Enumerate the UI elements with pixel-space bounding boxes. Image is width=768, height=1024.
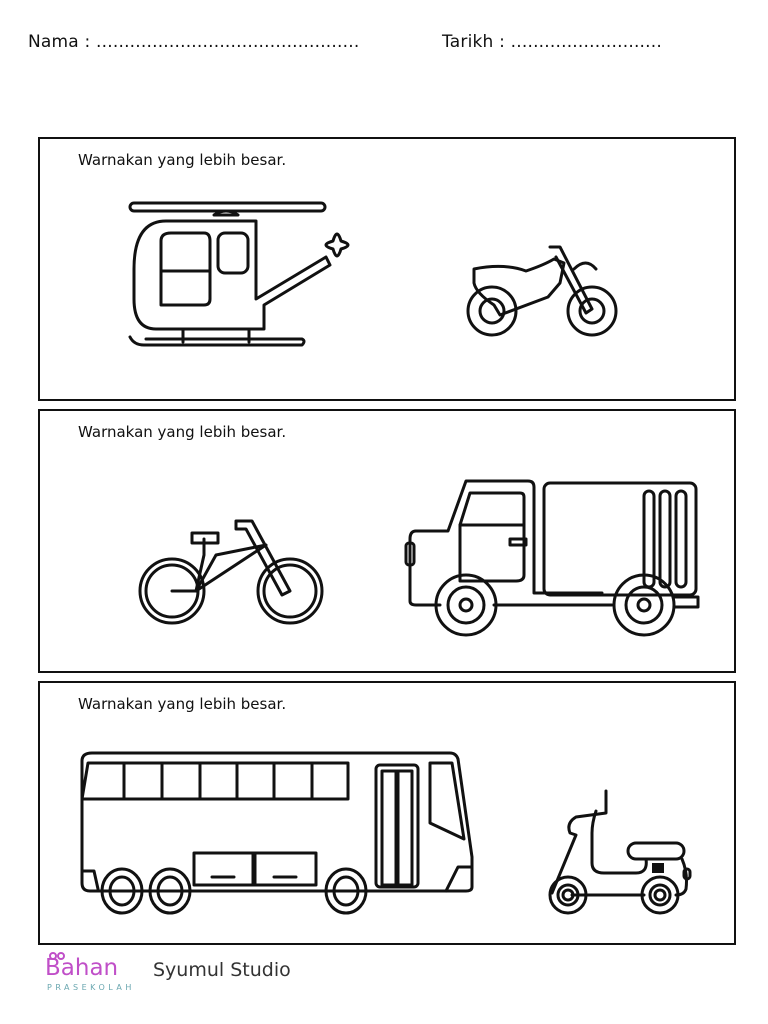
studio-name: Syumul Studio [153, 959, 291, 981]
worksheet-header: Nama : .................................… [28, 32, 748, 62]
bee-logo-icon [49, 952, 65, 960]
exercise-panel-2: Warnakan yang lebih besar. [38, 409, 736, 673]
helicopter-icon[interactable] [126, 199, 376, 354]
footer-branding: Bahan PRASEKOLAH Syumul Studio [45, 952, 365, 1005]
bicycle-icon[interactable] [136, 515, 336, 635]
instruction-text: Warnakan yang lebih besar. [78, 151, 287, 169]
date-field[interactable]: Tarikh : ........................... [442, 32, 662, 52]
bus-icon[interactable] [74, 749, 484, 919]
exercise-panel-1: Warnakan yang lebih besar. [38, 137, 736, 401]
exercise-panel-3: Warnakan yang lebih besar. [38, 681, 736, 945]
name-field[interactable]: Nama : .................................… [28, 32, 360, 52]
instruction-text: Warnakan yang lebih besar. [78, 423, 287, 441]
brand-name: Bahan [45, 955, 119, 981]
truck-icon[interactable] [404, 469, 704, 639]
brand-subtitle: PRASEKOLAH [47, 983, 135, 992]
scooter-icon[interactable] [536, 783, 696, 915]
motorbike-icon[interactable] [464, 243, 624, 343]
instruction-text: Warnakan yang lebih besar. [78, 695, 287, 713]
